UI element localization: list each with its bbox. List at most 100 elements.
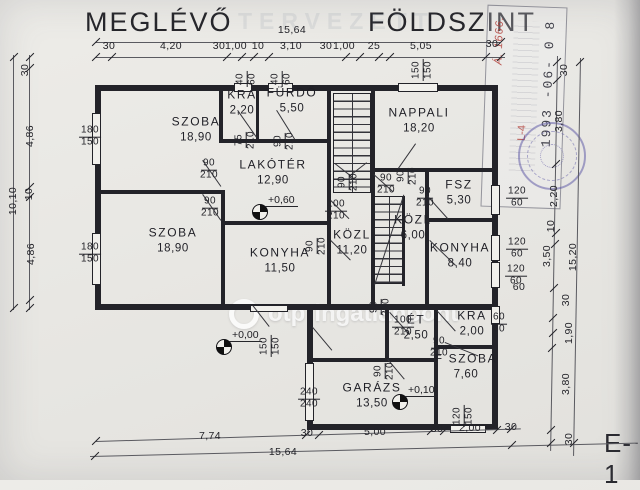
wall [307,424,498,430]
wall [402,196,405,286]
level-marker-icon [252,204,268,220]
dimension-numerator: 180 [79,241,101,255]
dimension-numerator: 120 [506,185,528,199]
room-name: ÉT [406,312,426,327]
room-area: 12,90 [257,174,289,187]
dimension-numerator: 240 [298,386,320,400]
dimension-numerator: 90 [417,185,433,199]
room-area: 7,60 [453,368,479,381]
wall [434,308,438,430]
dimension-label: 30 [430,423,444,435]
bleedthrough-ghost-text: TERVEZETT [238,8,435,34]
dimension-denominator: 150 [422,61,434,79]
dimension-line [90,442,638,457]
dimension-denominator: 210 [384,362,396,380]
dimension-denominator: 210 [316,237,328,255]
dimension-label: 4,86 [25,242,37,266]
room-area: 5,30 [446,194,472,207]
dimension-label: 30 [504,421,518,433]
dimension-numerator: 120 [506,236,528,250]
dimension-label: 30 [102,40,116,52]
dimension-denominator: 150 [81,136,99,148]
section-marker-label: E-1 [604,428,632,489]
window [234,83,252,92]
dimension-label: 30 [319,40,333,52]
dimension-label: 3,50 [541,244,553,268]
dimension-denominator: 240 [300,398,318,410]
dimension-line [95,57,505,58]
level-marker-icon [392,394,408,410]
dimension-numerator: 120 [505,263,527,277]
wall [425,172,429,308]
wall [313,358,436,362]
dimension-label: 2,00 [458,422,482,434]
level-value: +0,10 [405,384,438,397]
dimension-label: 1,00 [332,40,356,52]
dimension-tick [25,303,35,313]
room-label: NAPPALI 18,20 [389,106,450,137]
plan-title-right: FÖLDSZINT [368,7,537,37]
wall [224,221,329,225]
room-name: GARÁZS [342,380,402,395]
dimension-numerator: 90 [431,335,447,349]
room-name: KONYHA [249,245,311,260]
window [398,83,438,92]
dimension-label: 30 [485,38,499,50]
dimension-numerator: 180 [79,124,101,138]
dimension-numerator: 90 [202,195,218,209]
dimension-numerator: 60 [491,311,507,325]
dimension-tick [9,303,19,313]
dimension-label: 3,80 [560,372,572,396]
wall [371,91,375,308]
room-area: 18,90 [157,242,189,255]
level-value: +0,00 [229,329,262,342]
room-area: 18,20 [403,122,435,135]
staircase [374,196,403,284]
wall [327,85,331,308]
dimension-denominator: 210 [394,326,412,338]
room-name: KRA [457,308,487,323]
room-name: NAPPALI [388,105,450,120]
dimension-numerator: 90 [201,157,217,171]
dimension-denominator: 210 [327,210,345,222]
wall [95,190,225,194]
dimension-denominator: 60 [511,248,523,260]
level-marker: +0,10 [392,384,438,410]
dimension-tick [25,52,35,62]
window [491,262,500,288]
wall [256,85,259,143]
dimension-label: 1,90 [563,321,575,345]
dimension-denominator: 210 [416,197,434,209]
dimension-label: 5,05 [409,40,433,52]
dimension-label: 10 [545,219,557,233]
dimension-numerator: 100 [325,198,347,212]
dimension-label: 30 [563,432,575,446]
dimension-label: 15,64 [277,24,307,36]
window [92,113,101,165]
dimension-denominator: 210 [380,298,392,316]
room-area: 11,20 [336,244,368,257]
dimension-denominator: 210 [284,132,296,150]
